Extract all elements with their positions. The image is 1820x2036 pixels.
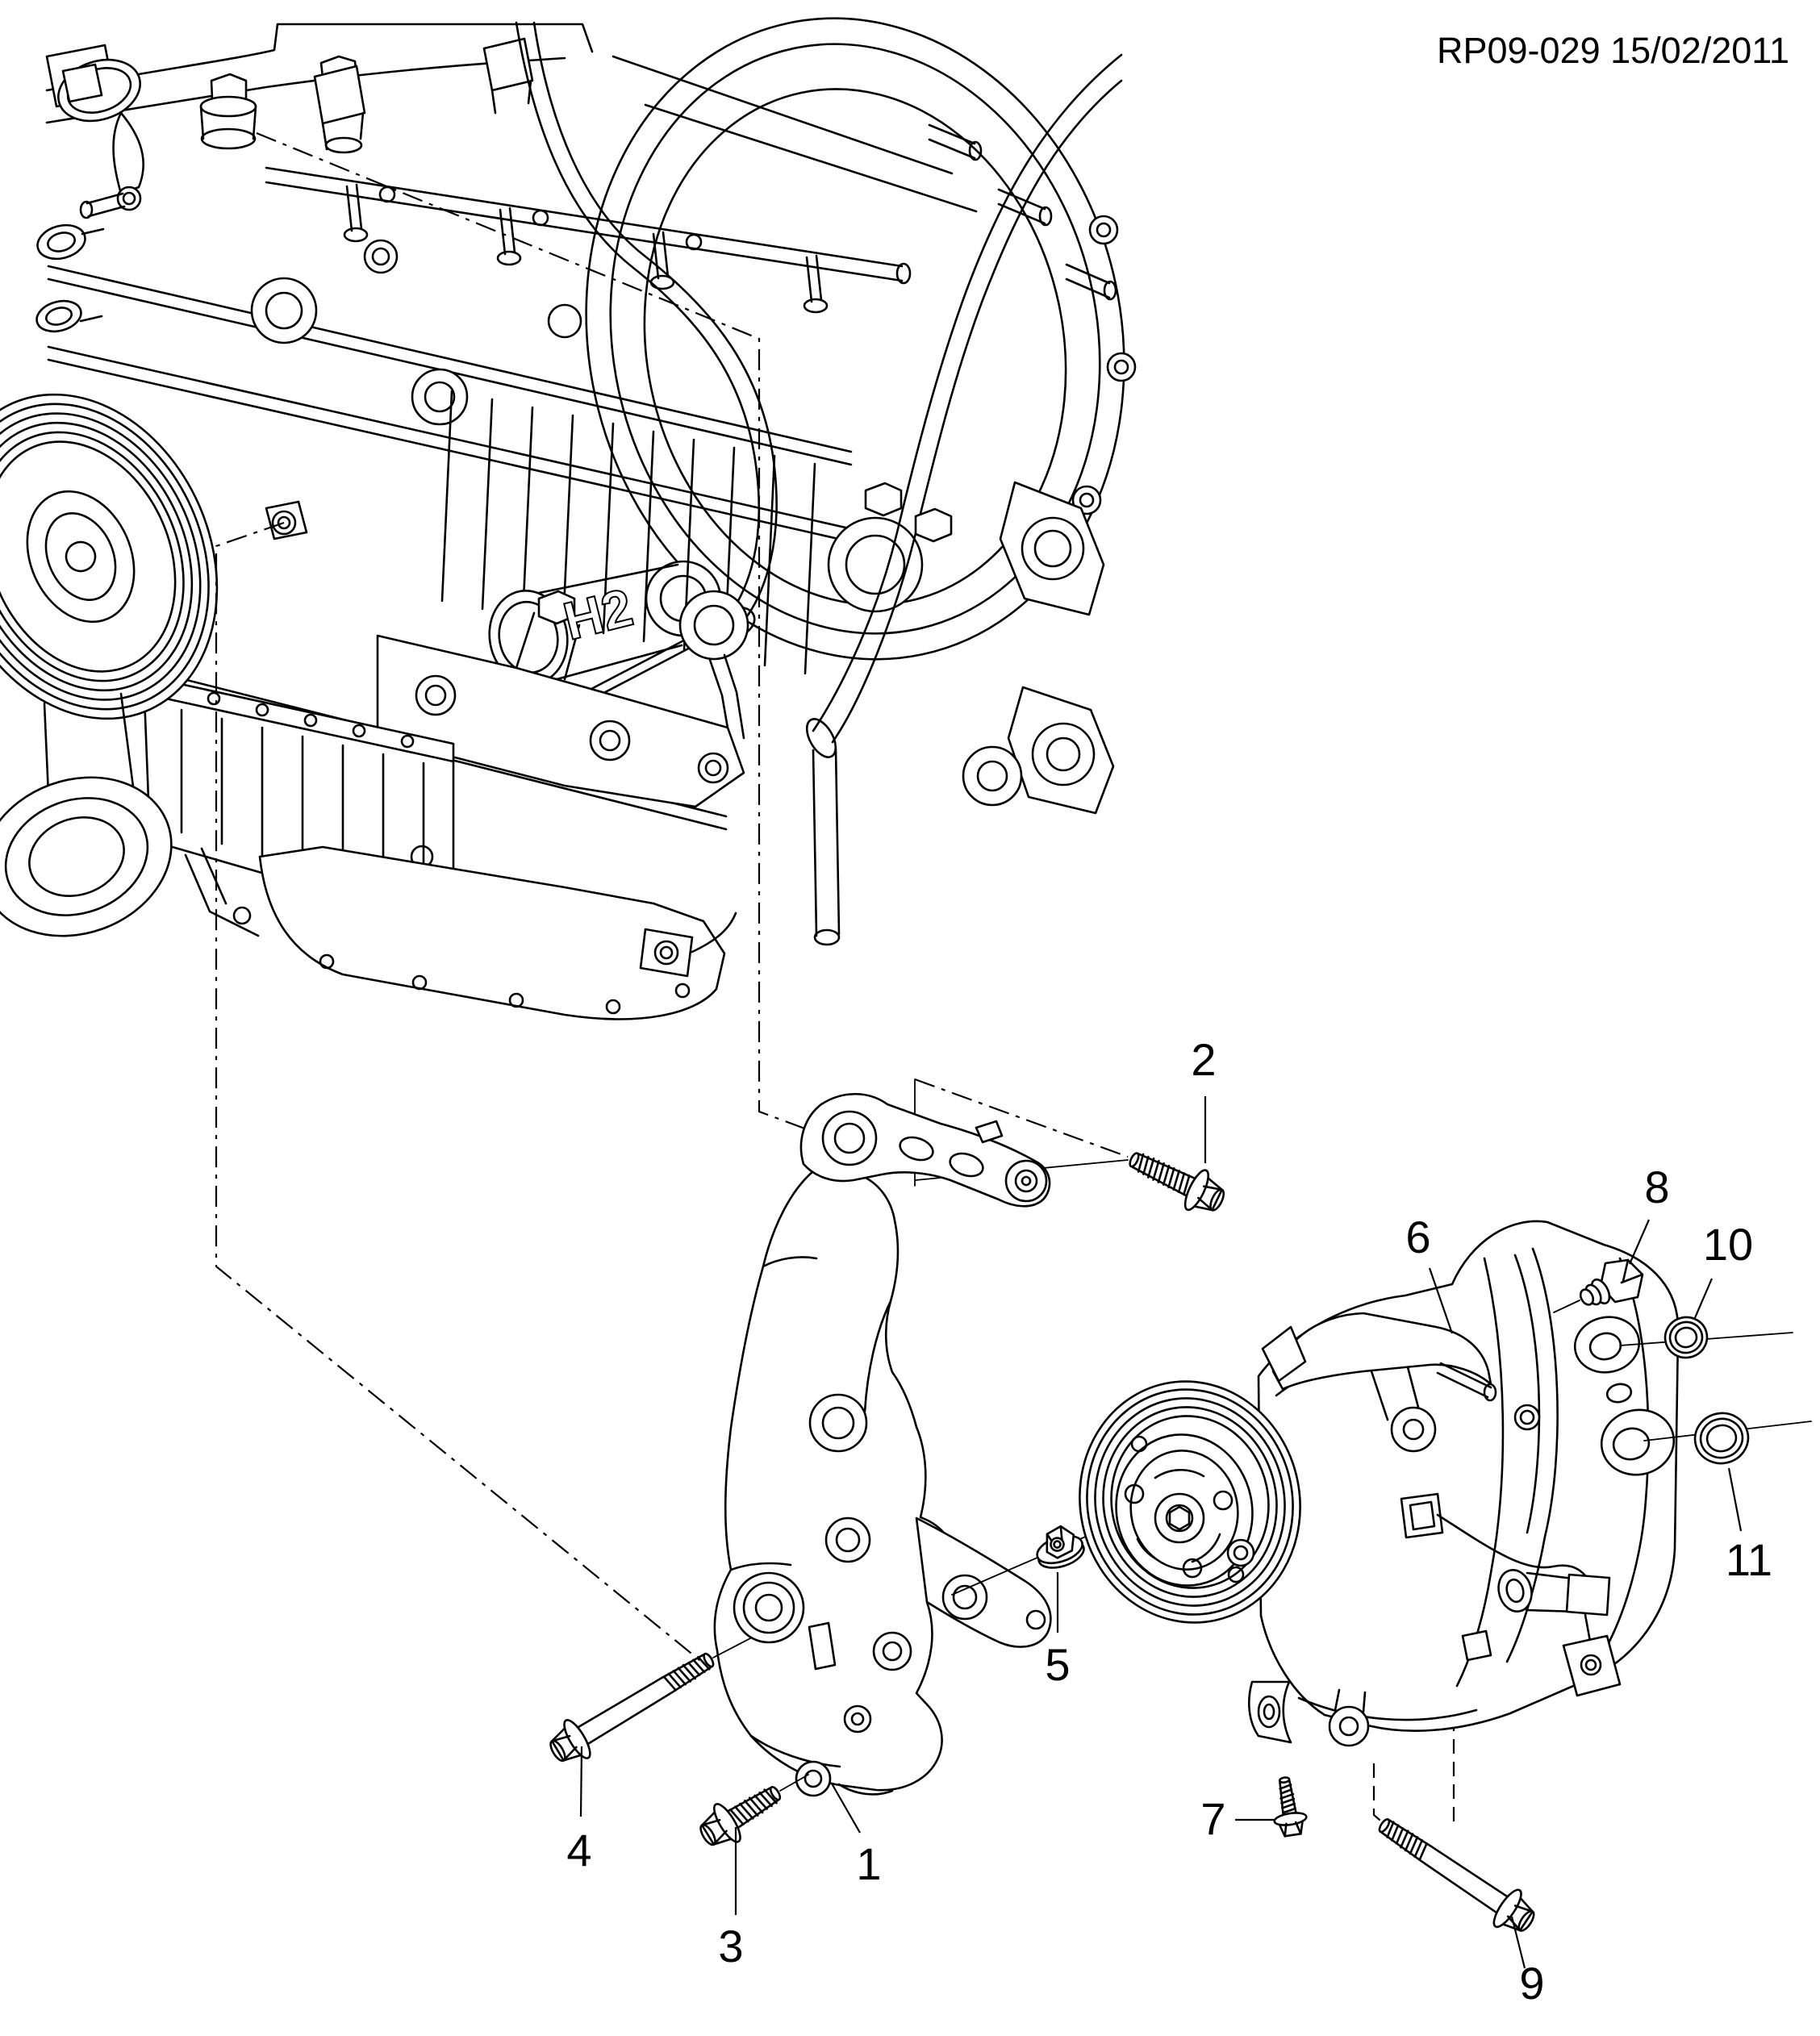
part-10-seal-ring (1663, 1316, 1709, 1359)
callout-11-leader (1727, 1467, 1743, 1532)
part-2-bolt (1129, 1152, 1225, 1212)
callout-9-label: 9 (1519, 1958, 1544, 2009)
crank-pulley-art (0, 393, 219, 720)
part-7-bolt (1273, 1776, 1308, 1838)
callout-2-label: 2 (1191, 1034, 1216, 1085)
part-11-seal-ring (1693, 1412, 1750, 1465)
bolt9-axis-dash (1372, 1763, 1386, 1825)
callout-3-label: 3 (718, 1921, 743, 1971)
part-3-bolt (699, 1785, 782, 1846)
callout-10-label: 10 (1703, 1219, 1753, 1270)
bell-housing-art (585, 17, 1137, 815)
part-8-fitting-bolt (1553, 1258, 1644, 1313)
clutch-hub-art (1124, 1468, 1234, 1579)
part-9-bolt (1378, 1818, 1535, 1932)
callout-5-label: 5 (1045, 1639, 1070, 1690)
engine-transmission-assembly-art: H2 (0, 17, 1137, 1020)
drawing-reference: RP09-029 15/02/2011 (1437, 30, 1789, 71)
callout-7-label: 7 (1200, 1793, 1225, 1844)
callout-6-leader (1428, 1267, 1454, 1334)
bolt3-axis-line (779, 1774, 809, 1792)
callout-8-leader (1628, 1219, 1651, 1265)
bolt4-axis-line (712, 1637, 753, 1658)
callout-10-leader (1693, 1278, 1714, 1320)
part-1-compressor-bracket (713, 1092, 1052, 1797)
part-5-nut (1036, 1525, 1085, 1569)
callout-11-label: 11 (1726, 1534, 1772, 1585)
alignment-line-bolt2 (914, 1078, 1129, 1158)
callout-1-label: 1 (856, 1838, 881, 1889)
callout-6-label: 6 (1405, 1212, 1430, 1262)
part-6-ac-compressor (1079, 1220, 1812, 1747)
callout-8-label: 8 (1644, 1162, 1669, 1212)
callout-4-label: 4 (566, 1825, 591, 1875)
part-4-bolt (549, 1652, 715, 1763)
callout-4-leader (579, 1746, 583, 1817)
callout-1-leader (831, 1783, 861, 1834)
callout-9-leader (1510, 1916, 1526, 1969)
alignment-line-right (256, 131, 845, 1145)
callout-labels: 1 2 3 4 5 6 7 8 9 10 11 (566, 1034, 1772, 2009)
engine-cast-mark: H2 (557, 577, 638, 651)
